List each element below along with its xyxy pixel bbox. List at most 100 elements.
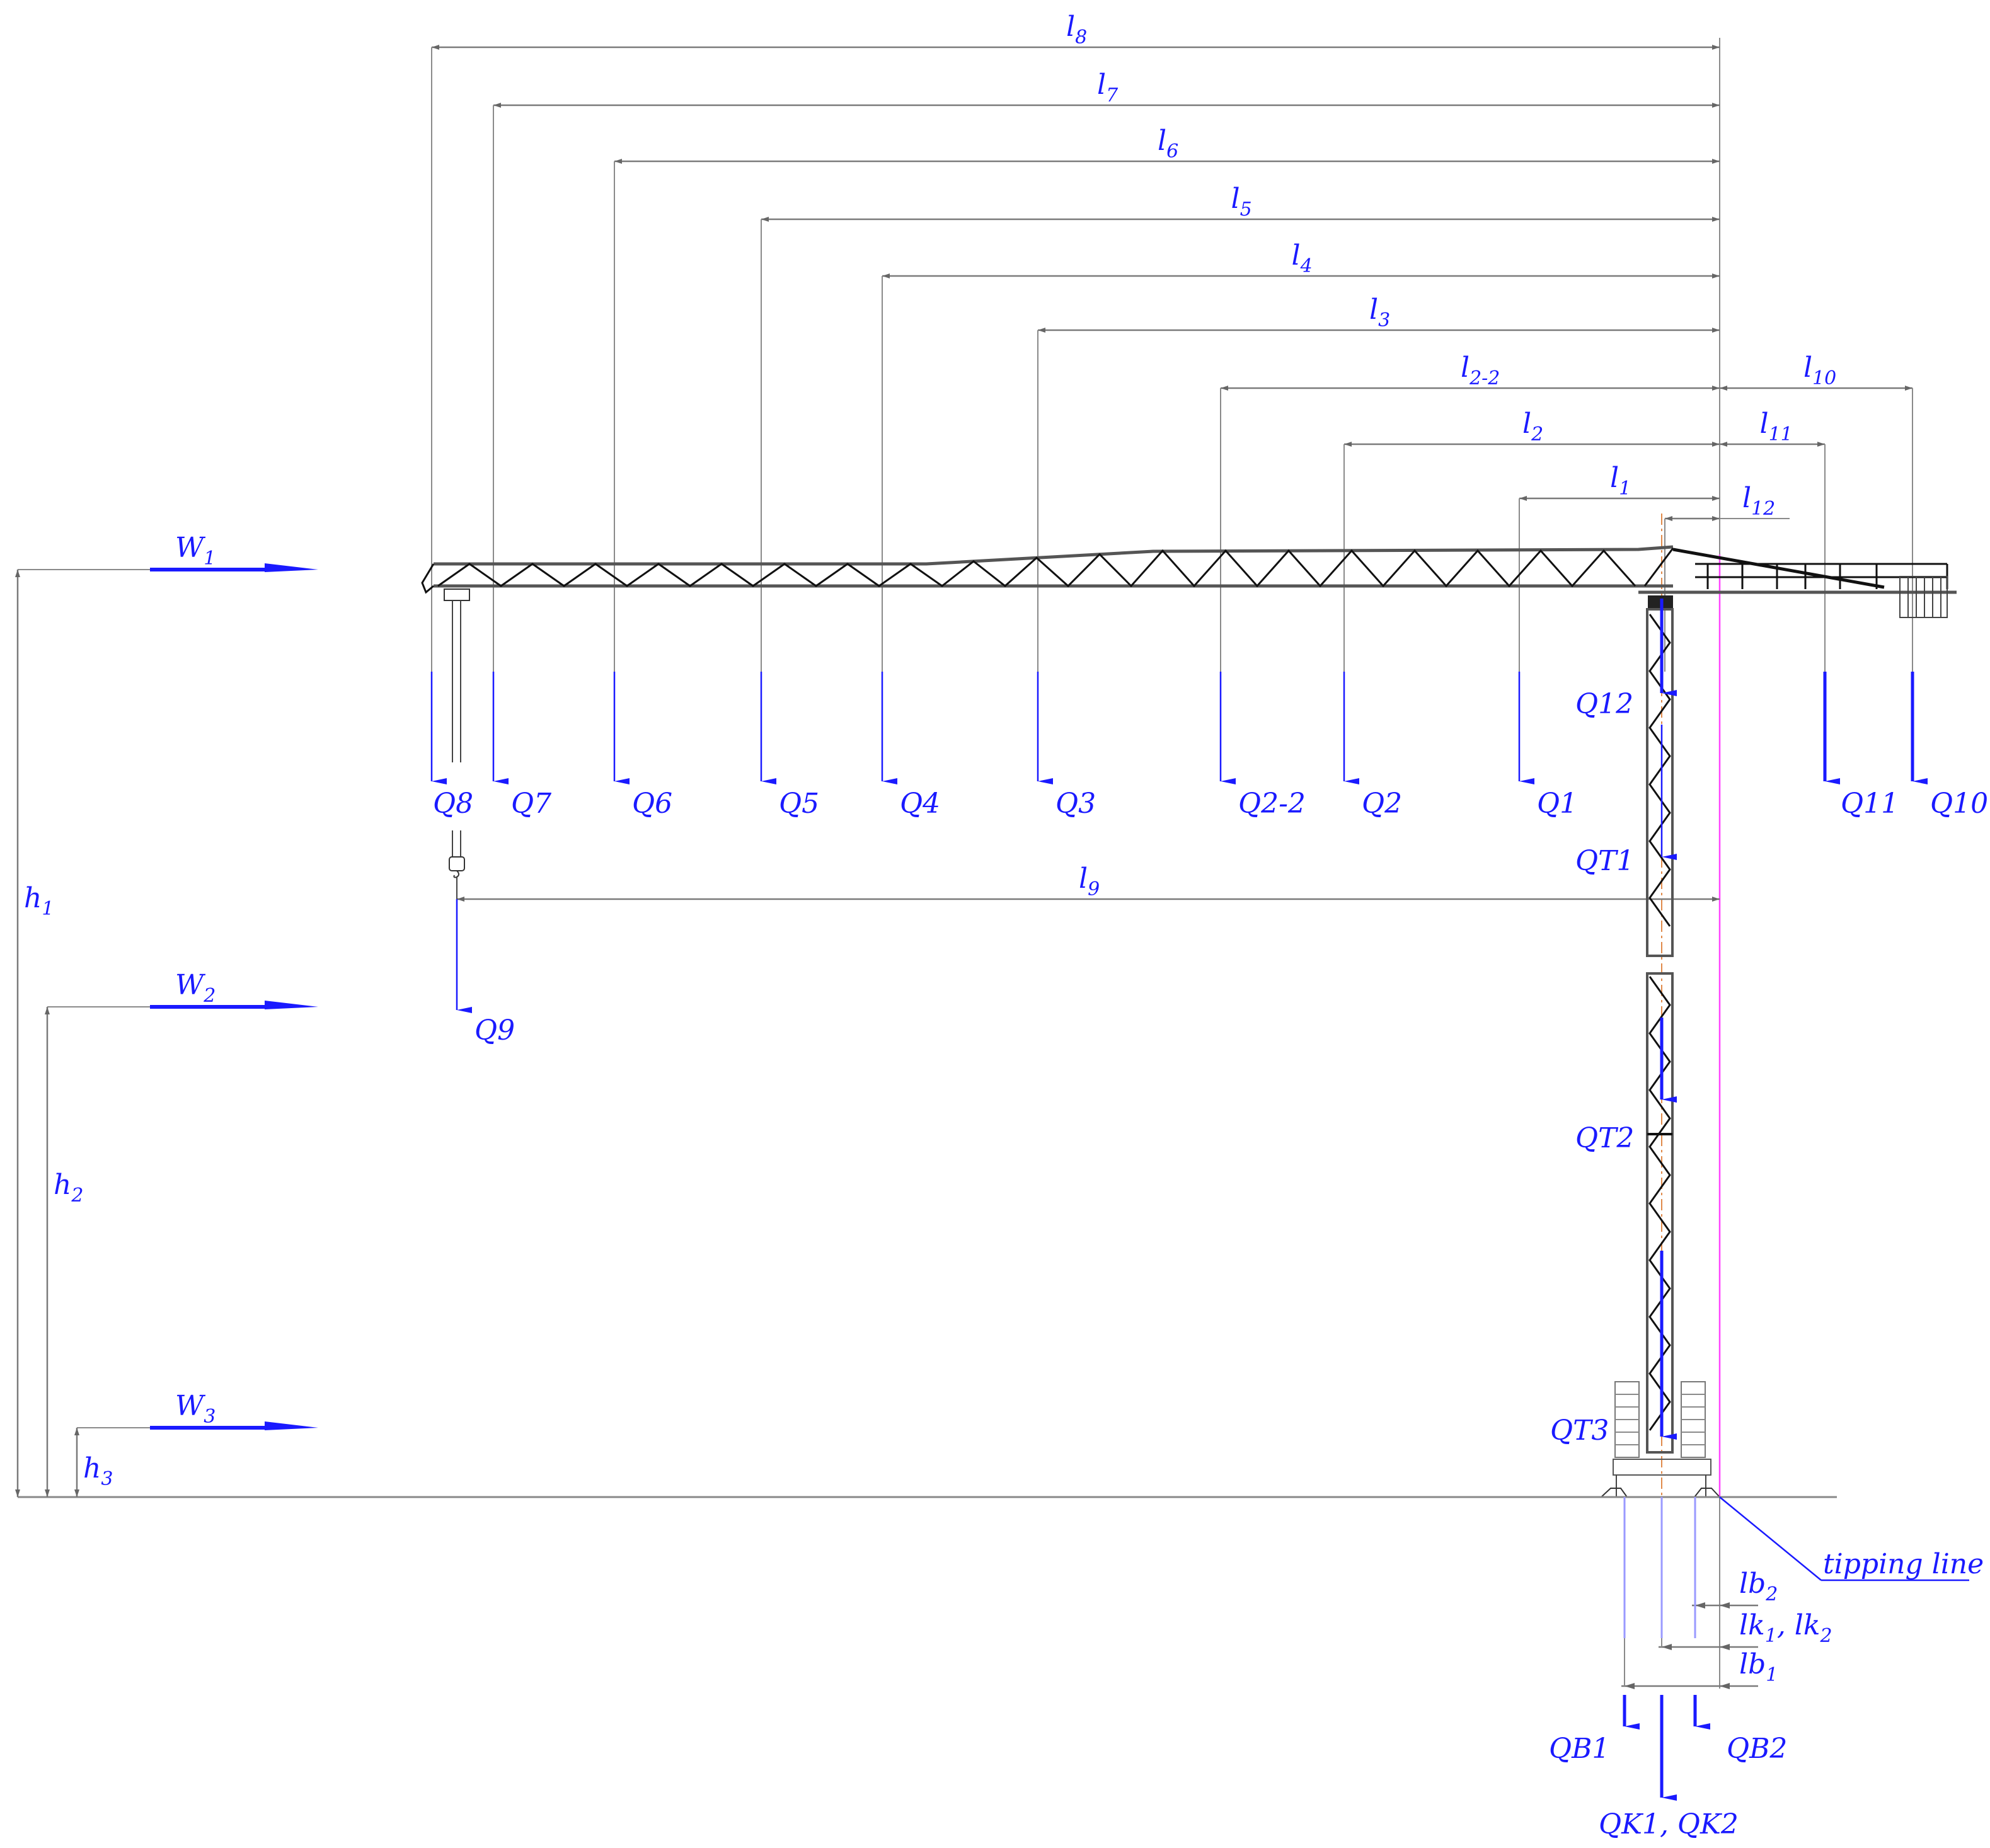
base-frame (1613, 1459, 1711, 1476)
load-arrow-q6: Q6 (613, 672, 672, 820)
load-label-qt1: QT1 (1575, 845, 1634, 877)
trolley (444, 588, 470, 601)
mast-outline-lower (1646, 972, 1674, 1454)
wind-arrow-w2: W2 (150, 969, 318, 1009)
dimension-l8: l8 (431, 11, 1720, 672)
jib-lattice (437, 549, 1636, 588)
load-label-qb2: QB2 (1727, 1733, 1787, 1765)
height-label-h1: h1 (24, 882, 54, 920)
height-dimension-h1: h1 (15, 569, 150, 1497)
dimension-label-l9: l9 (1079, 863, 1100, 900)
load-label-q3: Q3 (1055, 788, 1096, 820)
load-label-q7: Q7 (511, 788, 551, 820)
wind-label-w2: W2 (175, 969, 216, 1007)
load-arrow-q2-2: Q2-2 (1219, 672, 1306, 820)
load-arrow-q11: Q11 (1823, 672, 1899, 820)
load-arrow-q7: Q7 (492, 672, 551, 820)
dimension-label-l6: l6 (1158, 125, 1178, 163)
tower-mast (1646, 608, 1674, 1454)
wind-label-w3: W3 (175, 1390, 216, 1428)
dimension-label-lb1: lb1 (1739, 1648, 1778, 1686)
hook-load: Q9 (456, 899, 515, 1047)
dimension-label-l5: l5 (1231, 183, 1252, 221)
dimension-label-lk1-lk2: lk1, lk2 (1739, 1609, 1832, 1647)
dimension-label-l7: l7 (1097, 69, 1119, 106)
load-label-q12: Q12 (1575, 688, 1633, 720)
height-dimension-h2: h2 (45, 1006, 150, 1497)
jib-load-arrows: Q8 Q7 Q6 Q5 Q4 Q3 Q2-2 Q2 Q1 Q11 Q10 (430, 672, 1988, 820)
dimension-label-l11: l11 (1760, 408, 1793, 445)
load-arrow-qb2: QB2 (1693, 1497, 1787, 1765)
load-label-qt2: QT2 (1575, 1122, 1634, 1154)
load-arrow-q10: Q10 (1911, 672, 1988, 820)
reference-lines (1661, 38, 1721, 1689)
dimension-label-l2: l2 (1522, 408, 1543, 445)
load-label-q9: Q9 (474, 1014, 515, 1047)
height-label-h2: h2 (54, 1169, 83, 1207)
load-label-q2-2: Q2-2 (1238, 788, 1306, 820)
load-label-q11: Q11 (1841, 788, 1899, 820)
load-arrow-q2: Q2 (1343, 672, 1402, 820)
dimension-label-l12: l12 (1742, 482, 1775, 520)
height-dimensions: h1 h2 h3 (15, 569, 150, 1497)
dimension-l12: l12 (1664, 482, 1790, 672)
dimension-l2-2: l2-2 (1220, 352, 1720, 672)
tipping-line-label: tipping line (1823, 1548, 1984, 1580)
dimension-l5: l5 (761, 183, 1720, 672)
load-label-q6: Q6 (632, 788, 672, 820)
wind-arrow-w1: W1 (150, 532, 318, 572)
jib-top-chord (434, 545, 1674, 566)
crane-base (1601, 1381, 1720, 1498)
load-label-qk1-qk2: QK1, QK2 (1599, 1808, 1739, 1840)
load-arrow-q1: Q1 (1518, 672, 1577, 820)
load-label-q1: Q1 (1537, 788, 1577, 820)
dimension-l9: l9 (457, 863, 1720, 902)
dimension-label-l4: l4 (1292, 239, 1313, 277)
hook-block (449, 856, 465, 871)
load-arrow-q5: Q5 (760, 672, 819, 820)
dimension-label-lb2: lb2 (1739, 1568, 1778, 1605)
load-arrow-qb1: QB1 (1549, 1497, 1640, 1765)
counterweights (1899, 576, 1948, 618)
jib-tip (421, 563, 435, 594)
dimension-lb2: lb2 (1692, 1506, 1778, 1609)
dimension-l3: l3 (1037, 294, 1720, 672)
load-label-q4: Q4 (900, 788, 940, 820)
load-label-q2: Q2 (1362, 788, 1402, 820)
load-label-q10: Q10 (1930, 788, 1988, 820)
dimension-lk1-lk2: lk1, lk2 (1659, 1506, 1832, 1650)
dimension-l7: l7 (493, 69, 1720, 672)
dimension-l1: l1 (1519, 462, 1720, 672)
dimension-l11: l11 (1720, 408, 1826, 672)
dimension-l10: l10 (1720, 352, 1913, 672)
mast-outline-upper (1646, 608, 1674, 957)
height-label-h3: h3 (83, 1452, 113, 1490)
load-arrow-q3: Q3 (1037, 672, 1096, 820)
counter-jib (1638, 548, 1957, 618)
load-arrow-qk1-qk2: QK1, QK2 (1599, 1497, 1739, 1840)
horizontal-dimensions: l8 l7 l6 l5 l4 l3 l2-2l2 l1 l10 l11 l12 l9 (431, 11, 1913, 902)
load-arrow-q8: Q8 (430, 672, 473, 820)
dimension-l6: l6 (614, 125, 1720, 672)
dimension-label-l3: l3 (1369, 294, 1390, 331)
mast-lattice (1648, 614, 1671, 1431)
wind-arrow-w3: W3 (150, 1390, 318, 1430)
counter-jib-tie (1672, 548, 1885, 589)
load-label-q8: Q8 (433, 788, 473, 820)
support-left (1601, 1488, 1628, 1498)
support-right (1694, 1488, 1720, 1498)
hook-icon (453, 870, 459, 878)
wind-label-w1: W1 (175, 532, 216, 570)
dimension-label-l8: l8 (1066, 11, 1087, 49)
dimension-l4: l4 (882, 239, 1720, 672)
crane-jib (421, 545, 1674, 899)
load-arrow-q4: Q4 (881, 672, 940, 820)
dimension-label-l10: l10 (1803, 352, 1836, 389)
load-label-q5: Q5 (779, 788, 819, 820)
height-dimension-h3: h3 (74, 1427, 150, 1497)
ballast-divisions (1615, 1394, 1705, 1445)
